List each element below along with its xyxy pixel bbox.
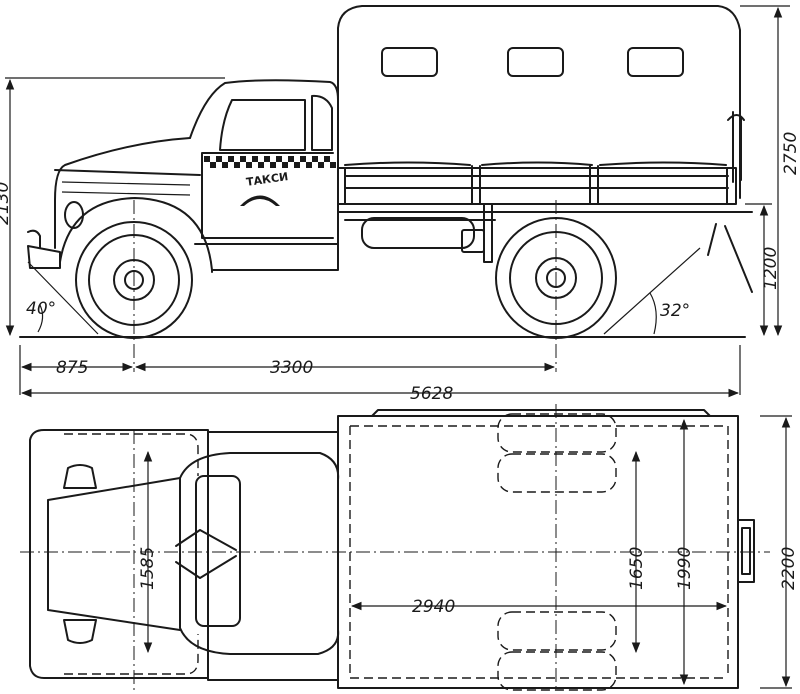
dim-height-total: 2750 xyxy=(781,132,800,175)
dim-height-cab: 2130 xyxy=(0,182,13,225)
tent-window-2 xyxy=(507,47,564,77)
checker-square xyxy=(324,156,330,162)
checker-square xyxy=(312,156,318,162)
checker-square xyxy=(210,162,216,168)
checker-square xyxy=(252,156,258,162)
dim-departure-angle: 32° xyxy=(660,301,690,321)
dim-overall-length: 5628 xyxy=(410,384,453,404)
dim-wheelbase: 3300 xyxy=(270,358,313,378)
checker-square xyxy=(306,162,312,168)
checker-square xyxy=(318,162,324,168)
tent-window-3 xyxy=(627,47,684,77)
checker-square xyxy=(288,156,294,162)
dim-front-track: 1585 xyxy=(138,547,158,590)
checker-stripe xyxy=(204,156,336,168)
checker-square xyxy=(234,162,240,168)
checker-square xyxy=(282,162,288,168)
cab-outline xyxy=(189,79,339,245)
dim-front-overhang: 875 xyxy=(56,358,88,378)
checker-square xyxy=(240,156,246,162)
dim-approach-angle: 40° xyxy=(26,299,56,319)
side-view: ТАКСИ 2130 xyxy=(0,5,800,404)
checker-square xyxy=(258,162,264,168)
checker-square xyxy=(222,162,228,168)
dim-body-length: 2940 xyxy=(412,597,455,617)
cab-body-top xyxy=(207,431,339,681)
checker-square xyxy=(204,156,210,162)
top-view: 1585 1650 1990 2200 2940 xyxy=(20,404,799,691)
checker-square xyxy=(330,162,336,168)
canvas-tent xyxy=(337,5,741,199)
dim-rear-track: 1650 xyxy=(627,547,647,590)
checker-square xyxy=(300,156,306,162)
dim-platform-height: 1200 xyxy=(761,247,781,290)
front-fender xyxy=(59,197,213,273)
tent-window-1 xyxy=(381,47,438,77)
checker-square xyxy=(276,156,282,162)
hood xyxy=(54,137,191,249)
door-taxi-marking: ТАКСИ xyxy=(245,170,289,189)
dim-body-inner-width: 1990 xyxy=(675,547,695,590)
cab-roof xyxy=(179,452,340,655)
checker-square xyxy=(270,162,276,168)
checker-square xyxy=(246,162,252,168)
checker-square xyxy=(294,162,300,168)
dim-overall-width: 2200 xyxy=(779,547,799,590)
checker-square xyxy=(228,156,234,162)
checker-square xyxy=(264,156,270,162)
checker-square xyxy=(216,156,222,162)
hood-top xyxy=(29,429,209,679)
